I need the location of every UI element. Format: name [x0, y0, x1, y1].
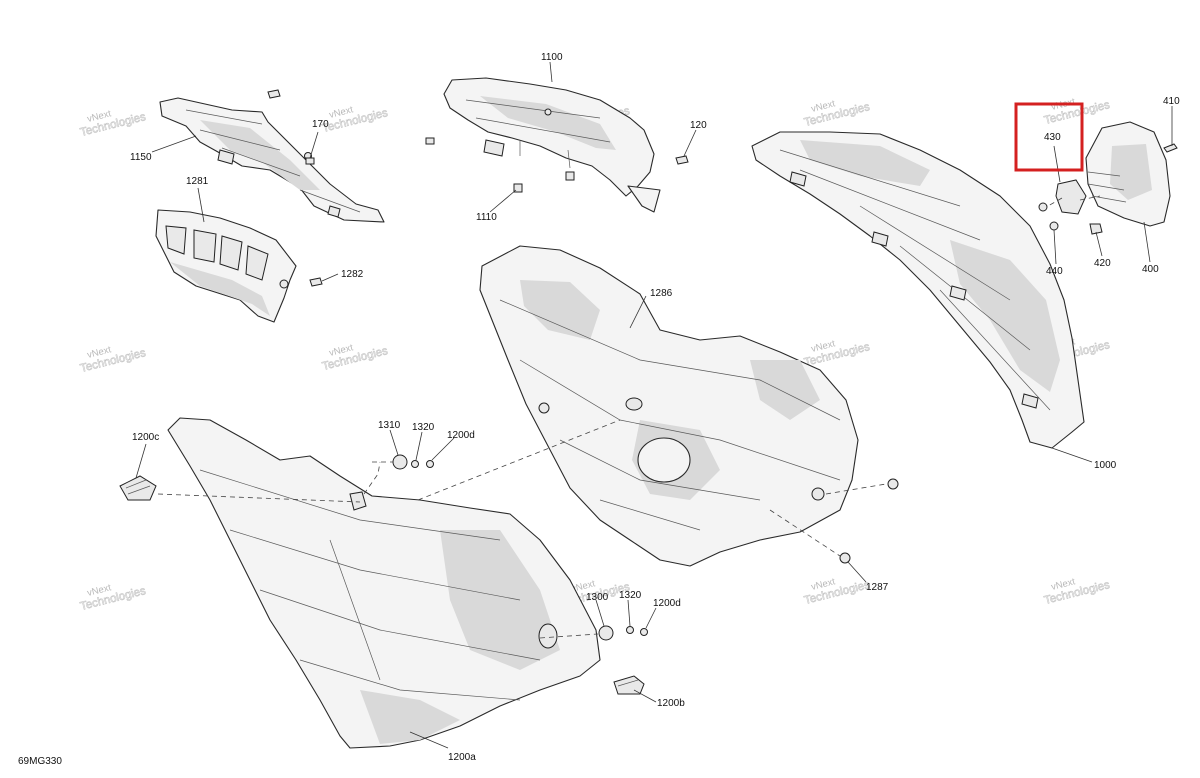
callout-1320-top: 1320: [412, 422, 435, 433]
callout-1200c: 1200c: [132, 432, 159, 443]
part-1281-vent-grille: [155, 209, 297, 323]
callout-1200a: 1200a: [448, 752, 476, 763]
callout-1281: 1281: [186, 176, 209, 187]
part-1150-bracket: [159, 97, 385, 223]
callout-1000: 1000: [1094, 460, 1117, 471]
part-1200a-lower-panel: [167, 417, 601, 749]
callout-410: 410: [1163, 96, 1180, 107]
callout-1200d-bottom: 1200d: [653, 598, 681, 609]
part-1286-center-panel: [479, 245, 899, 567]
callout-120: 120: [690, 120, 707, 131]
callout-1110: 1110: [476, 212, 497, 223]
callout-1200d-top: 1200d: [447, 430, 475, 441]
assembly-lines: [157, 195, 1101, 639]
callout-400: 400: [1142, 264, 1159, 275]
highlight-box-430: [1014, 102, 1084, 172]
callout-1310: 1310: [378, 420, 401, 431]
callout-430: 430: [1044, 132, 1061, 143]
callout-labels: 1100 1150 170 120 1110 1281 1282 1286 41…: [18, 52, 1180, 767]
part-1100-support: [443, 77, 661, 213]
part-1000-side-panel: [751, 131, 1085, 449]
callout-1282: 1282: [341, 269, 364, 280]
part-400-vent-assembly: [1038, 121, 1178, 235]
hardware-clips: [119, 89, 689, 695]
callout-1150: 1150: [130, 152, 152, 163]
callout-1300: 1300: [586, 592, 609, 603]
callout-420: 420: [1094, 258, 1111, 269]
leader-lines: [135, 61, 1173, 749]
callout-1200b: 1200b: [657, 698, 685, 709]
callout-1320-bottom: 1320: [619, 590, 642, 601]
callout-1287: 1287: [866, 582, 889, 593]
callout-170: 170: [312, 119, 329, 130]
callout-1286: 1286: [650, 288, 673, 299]
figure-code: 69MG330: [18, 756, 62, 767]
callout-440: 440: [1046, 266, 1063, 277]
callout-1100: 1100: [541, 52, 563, 63]
